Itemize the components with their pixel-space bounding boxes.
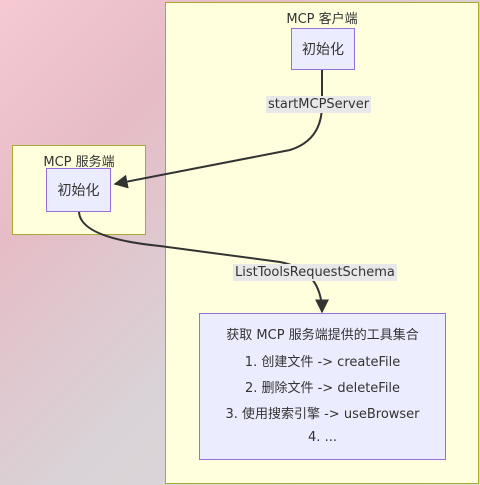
client-init-node: 初始化 [291,28,355,70]
tools-node-item: 1. 创建文件 -> createFile [244,355,401,370]
edge-list-tools [78,210,329,314]
edge-label-start-mcp-server: startMCPServer [266,96,372,113]
client-cluster-title: MCP 客户端 [286,12,358,27]
tools-node-title: 获取 MCP 服务端提供的工具集合 [226,328,419,343]
server-init-node: 初始化 [46,168,111,212]
tools-node-item: 3. 使用搜索引擎 -> useBrowser [225,407,420,422]
server-cluster: MCP 服务端 [12,145,146,235]
tools-node: 获取 MCP 服务端提供的工具集合 1. 创建文件 -> createFile … [199,313,446,460]
server-cluster-title: MCP 服务端 [43,155,115,170]
edge-start-mcp-server [113,69,323,189]
tools-node-item: 2. 删除文件 -> deleteFile [244,381,401,396]
edge-label-list-tools: ListToolsRequestSchema [233,264,397,281]
tools-node-item: 4. ... [308,430,337,445]
